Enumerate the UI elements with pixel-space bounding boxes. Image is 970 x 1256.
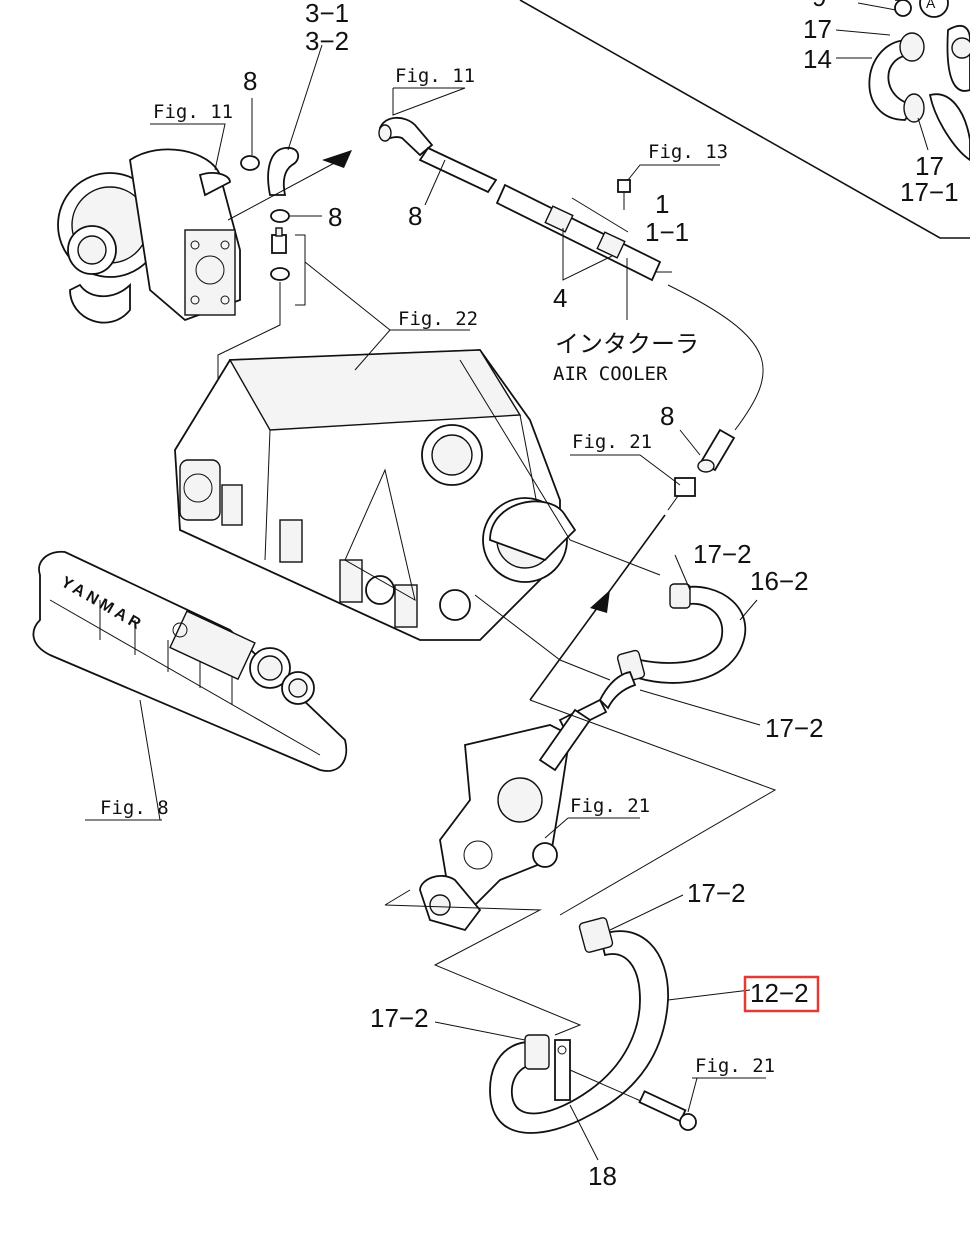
fig-22: Fig. 22 bbox=[398, 308, 478, 330]
label-12-2: 12−2 bbox=[750, 978, 809, 1008]
part-labels: 3−1 3−2 8 8 8 8 1 1−1 4 17−2 16−2 17−2 1… bbox=[243, 0, 959, 1191]
top-hoses bbox=[378, 87, 720, 320]
label-17-mid: 17 bbox=[915, 151, 944, 181]
label-17-top: 17 bbox=[803, 14, 832, 44]
fig-11-elbow: Fig. 11 bbox=[395, 65, 475, 87]
label-17-1: 17−1 bbox=[900, 177, 959, 207]
water-pump bbox=[384, 698, 777, 1036]
intercooler-jp: インタクーラ bbox=[555, 330, 699, 358]
label-8-gasket: 8 bbox=[328, 202, 342, 232]
turbocharger bbox=[57, 148, 241, 324]
air-cooler-caption: インタクーラ AIR COOLER bbox=[553, 330, 699, 385]
valve-cover: YANMAR bbox=[32, 550, 348, 772]
fig-references: Fig. 11 Fig. 11 Fig. 13 Fig. 22 Fig. 21 … bbox=[85, 65, 775, 1079]
label-16-2: 16−2 bbox=[750, 566, 809, 596]
flow-arrow-mid bbox=[590, 590, 610, 613]
highlight-12-2: 12−2 bbox=[743, 975, 820, 1013]
label-1: 1 bbox=[655, 189, 669, 219]
label-4: 4 bbox=[553, 283, 567, 313]
label-17-2-upper: 17−2 bbox=[693, 539, 752, 569]
fig-8: Fig. 8 bbox=[100, 797, 169, 819]
label-17-2-lower: 17−2 bbox=[687, 878, 746, 908]
label-17-2-mid: 17−2 bbox=[765, 713, 824, 743]
fig-21-bolt: Fig. 21 bbox=[695, 1055, 775, 1077]
fig-21-fitting: Fig. 21 bbox=[572, 431, 652, 453]
fig-13: Fig. 13 bbox=[648, 141, 728, 163]
label-8-lower: 8 bbox=[660, 401, 674, 431]
label-3-2: 3−2 bbox=[305, 26, 349, 56]
fig-11-turbo: Fig. 11 bbox=[153, 101, 233, 123]
label-3-1: 3−1 bbox=[305, 0, 349, 28]
label-17-2-bottom: 17−2 bbox=[370, 1003, 429, 1033]
label-18: 18 bbox=[588, 1161, 617, 1191]
highlight-box bbox=[743, 975, 820, 1013]
cooler-return-line bbox=[529, 284, 764, 701]
label-8-turbo: 8 bbox=[243, 66, 257, 96]
hose-16-2 bbox=[598, 583, 747, 710]
label-14: 14 bbox=[803, 44, 832, 74]
label-circle-a: A bbox=[926, 0, 936, 11]
inset-assembly bbox=[519, 0, 970, 239]
hose-12-2 bbox=[489, 917, 697, 1134]
turbo-fittings bbox=[217, 44, 470, 410]
air-cooler-label: AIR COOLER bbox=[553, 363, 668, 385]
fig-21-pump: Fig. 21 bbox=[570, 795, 650, 817]
label-1-1: 1−1 bbox=[645, 217, 689, 247]
flow-arrow-top bbox=[322, 150, 352, 168]
label-8-hose: 8 bbox=[408, 201, 422, 231]
label-9: 9 bbox=[812, 0, 826, 12]
engine-block bbox=[174, 349, 661, 681]
